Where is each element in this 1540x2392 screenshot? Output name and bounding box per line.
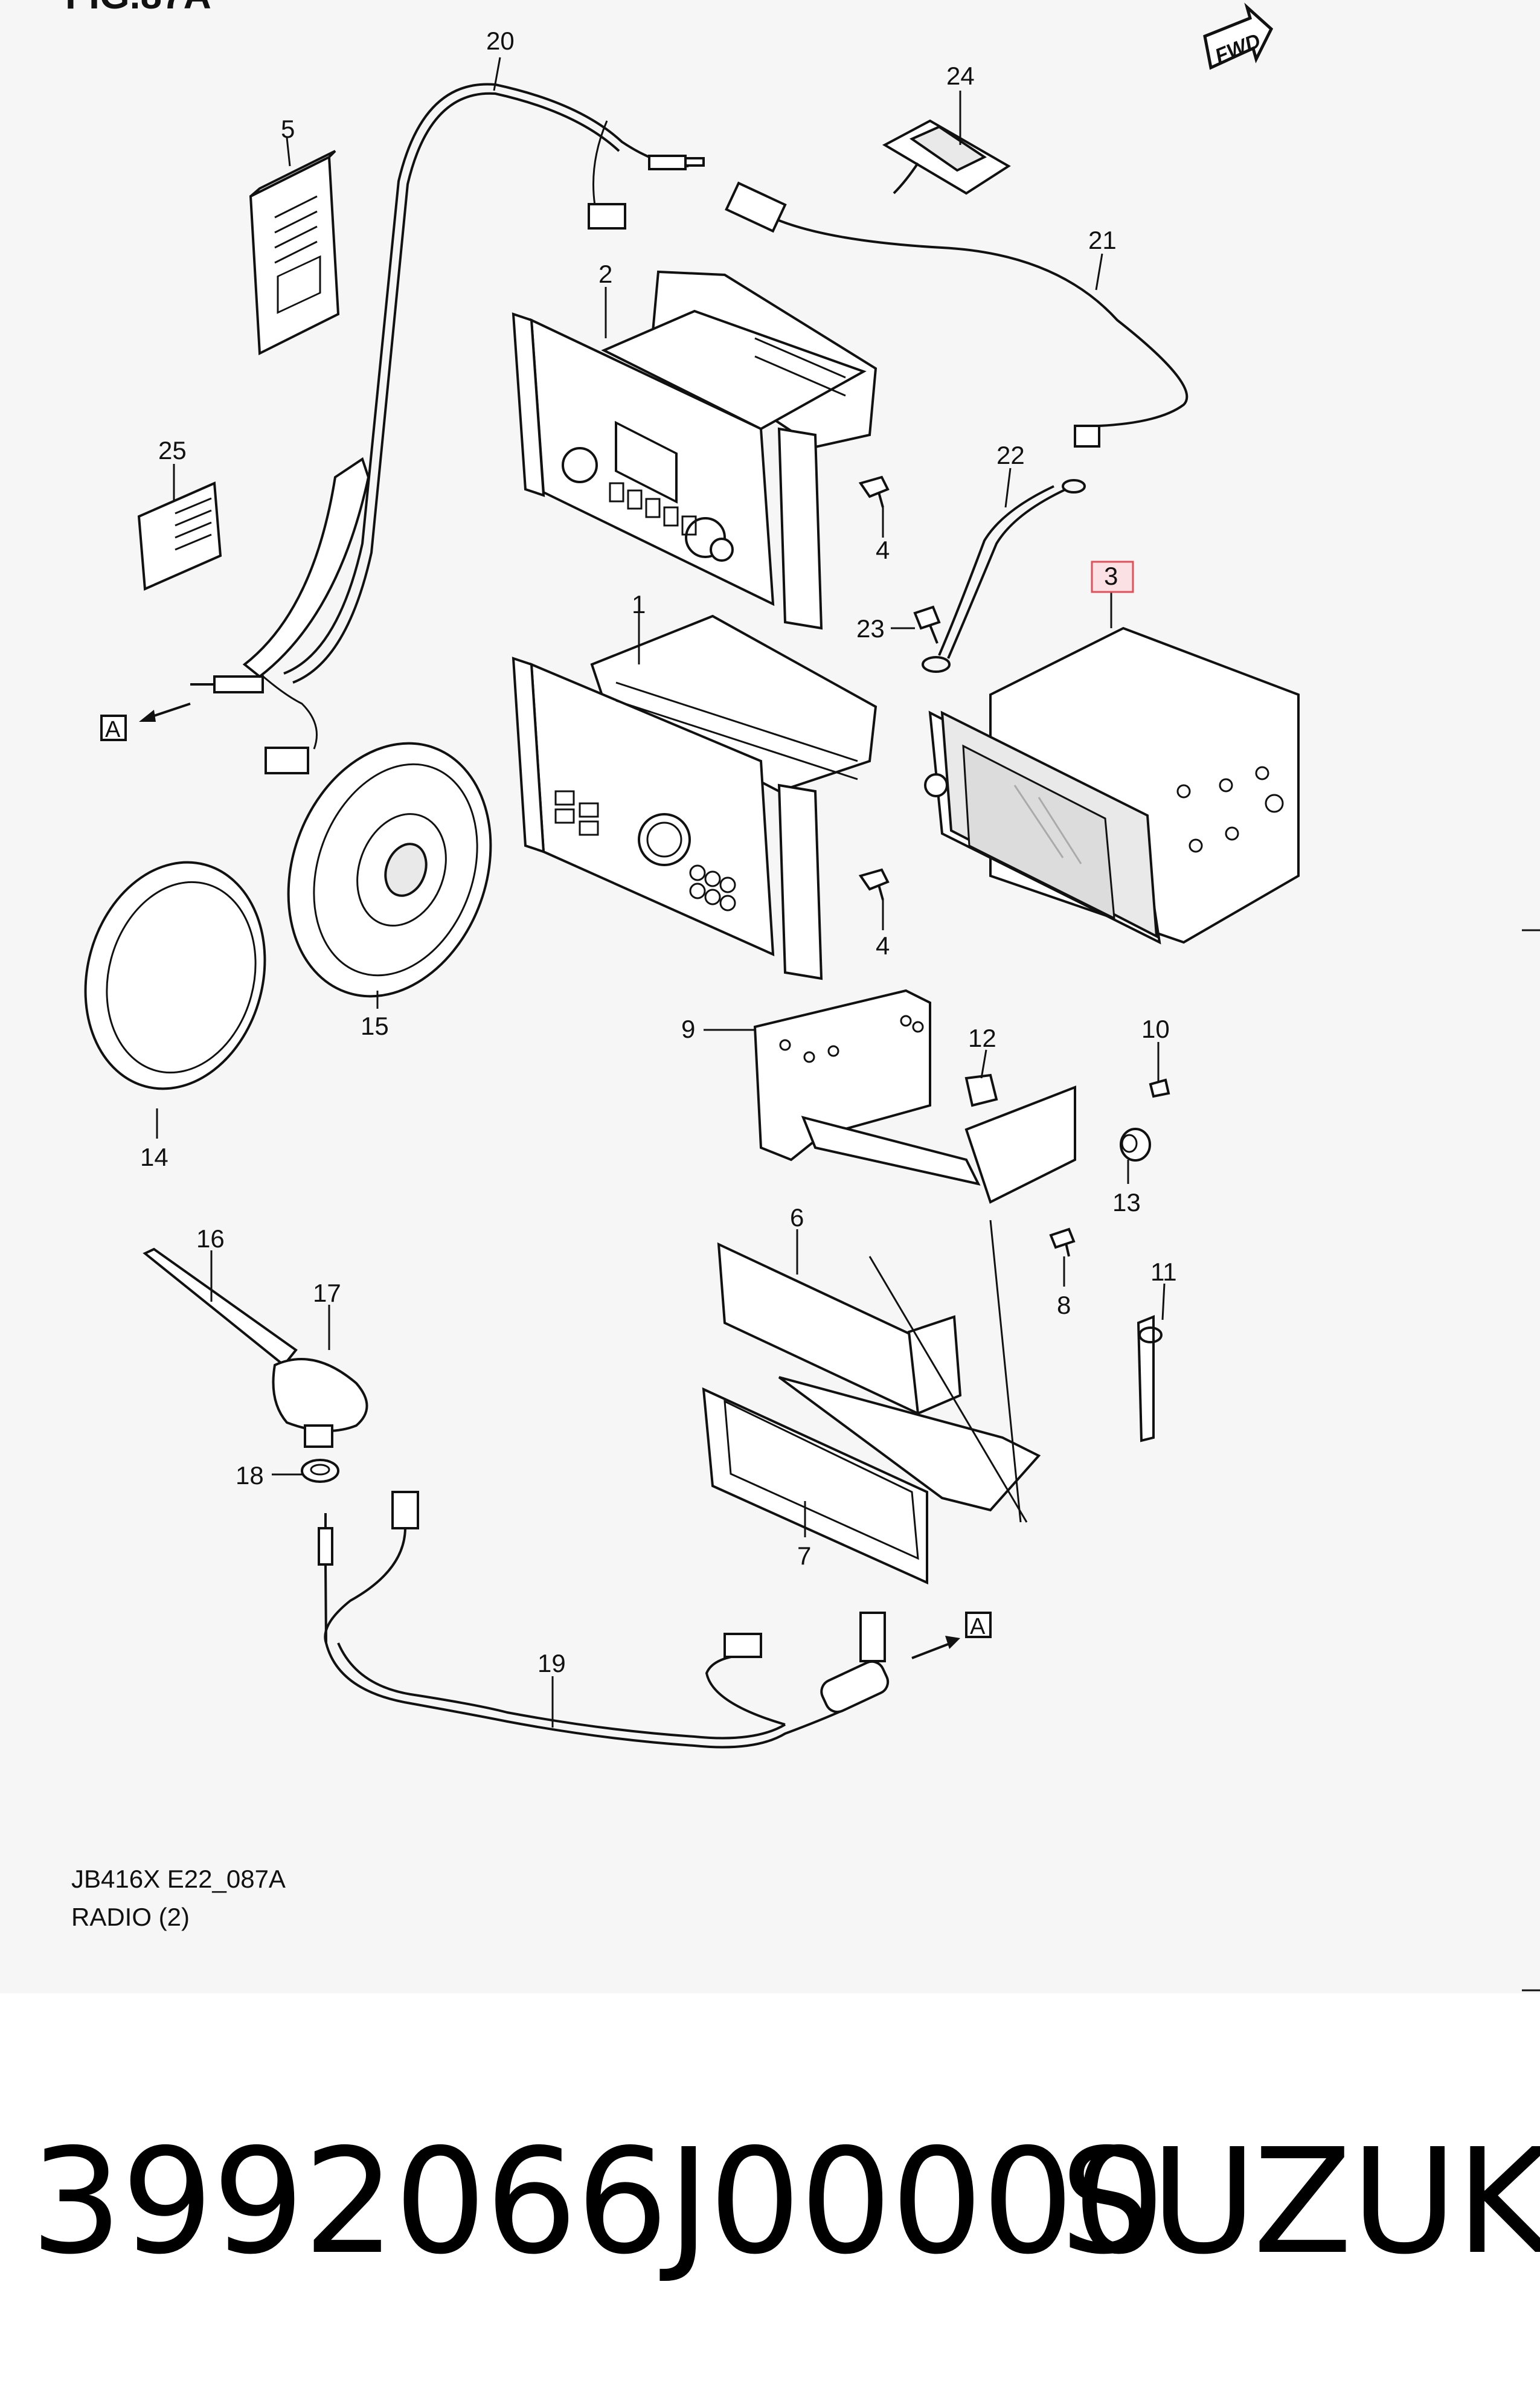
callout-6: 6 — [790, 1203, 804, 1232]
antenna-nut — [301, 1459, 339, 1483]
callout-25: 25 — [158, 436, 187, 465]
product-footer: 3992066J00000 SUZUKI — [0, 1993, 1540, 2392]
callout-19: 19 — [537, 1649, 566, 1677]
screw-4-upper — [858, 475, 890, 508]
callout-20: 20 — [486, 27, 515, 55]
callout-16: 16 — [196, 1224, 225, 1253]
callout-24: 24 — [946, 62, 975, 90]
cable-sleeve — [242, 457, 370, 678]
callout-17: 17 — [313, 1279, 341, 1307]
callout-10: 10 — [1141, 1015, 1170, 1043]
figure-title: FIG.87A — [65, 0, 211, 17]
callout-5: 5 — [281, 115, 295, 143]
speaker — [287, 742, 492, 998]
harness-clip — [1137, 1315, 1163, 1442]
screw-8 — [1049, 1227, 1076, 1257]
callout-1: 1 — [632, 590, 646, 619]
callout-7: 7 — [797, 1542, 811, 1570]
callout-2: 2 — [598, 260, 612, 288]
radio-unit-1 — [512, 614, 877, 980]
callout-9: 9 — [681, 1015, 695, 1043]
callout-21: 21 — [1088, 226, 1117, 254]
callout-4-lower: 4 — [876, 931, 890, 960]
ground-wire — [922, 479, 1086, 673]
roof-antenna-base — [272, 1358, 368, 1448]
callout-15: 15 — [361, 1012, 389, 1040]
gps-antenna — [882, 119, 1011, 195]
screw-10 — [1149, 1078, 1170, 1098]
ref-marker-a-right — [911, 1612, 992, 1659]
callout-14: 14 — [140, 1143, 168, 1171]
fwd-arrow-icon: FWD — [1203, 2, 1274, 70]
caption-title: RADIO (2) — [71, 1903, 190, 1931]
part-number: 3992066J00000 — [30, 2117, 1165, 2286]
parts-diagram: FIG.87A FWD — [65, 0, 1540, 1992]
feeder-cable — [318, 1491, 890, 1749]
radio-unit-2 — [512, 270, 877, 630]
brand-name: SUZUKI — [1060, 2117, 1540, 2286]
gps-cable — [725, 181, 1189, 448]
info-card — [137, 481, 222, 591]
callout-3: 3 — [1104, 562, 1118, 590]
screw-4-lower — [858, 868, 890, 901]
callout-13: 13 — [1112, 1188, 1141, 1217]
trim-panel — [717, 1242, 962, 1416]
ref-label-a-right: A — [970, 1614, 986, 1639]
callout-23: 23 — [856, 614, 885, 643]
speaker-ring — [84, 861, 266, 1090]
callout-11: 11 — [1150, 1258, 1177, 1286]
ref-marker-a-left — [100, 702, 191, 741]
storage-pocket — [702, 1220, 1041, 1585]
caption-code: JB416X E22_087A — [71, 1865, 286, 1893]
cushion-13 — [1120, 1128, 1151, 1162]
clip-12 — [964, 1073, 998, 1107]
antenna-cable — [190, 83, 705, 774]
roof-antenna-rod — [143, 1247, 298, 1367]
callout-8: 8 — [1057, 1291, 1071, 1319]
callout-4-upper: 4 — [876, 536, 890, 564]
navigation-unit — [924, 626, 1300, 945]
mounting-bracket — [753, 989, 1076, 1204]
callout-12: 12 — [968, 1024, 996, 1052]
callout-22: 22 — [996, 441, 1025, 469]
callouts: 20 5 24 2 21 25 22 4 3 23 1 A 15 4 14 9 … — [105, 27, 1177, 1677]
highlight-box — [1091, 561, 1134, 593]
leader-lines — [156, 57, 1166, 1728]
bolt-23 — [913, 605, 941, 644]
ref-label-a-left: A — [105, 717, 121, 742]
owner-manual — [249, 150, 340, 356]
callout-18: 18 — [236, 1461, 264, 1490]
